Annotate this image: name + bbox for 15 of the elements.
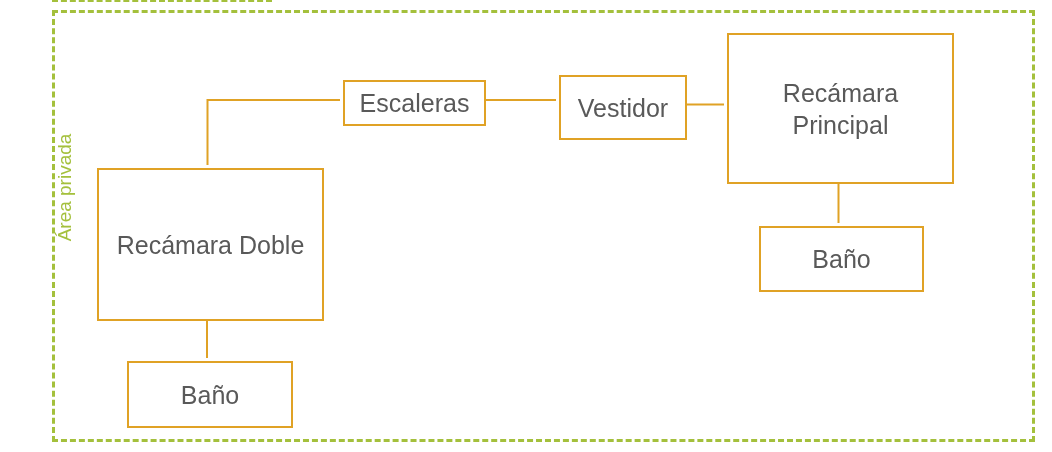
room-box bbox=[559, 75, 687, 140]
area-frame bbox=[52, 10, 1035, 442]
room-label: Vestidor bbox=[576, 92, 670, 124]
room-box bbox=[727, 33, 954, 184]
room-label: Recámara Doble bbox=[115, 229, 306, 261]
room-box bbox=[343, 80, 486, 126]
room-label: Escaleras bbox=[358, 88, 471, 119]
area-label: Área privada bbox=[55, 133, 75, 242]
room-box bbox=[759, 226, 924, 292]
room-label: Recámara Principal bbox=[781, 77, 900, 141]
room-label: Baño bbox=[179, 379, 241, 411]
room-box bbox=[127, 361, 293, 428]
room-label: Baño bbox=[811, 244, 872, 275]
connector-line bbox=[206, 99, 341, 166]
room-box bbox=[97, 168, 324, 321]
